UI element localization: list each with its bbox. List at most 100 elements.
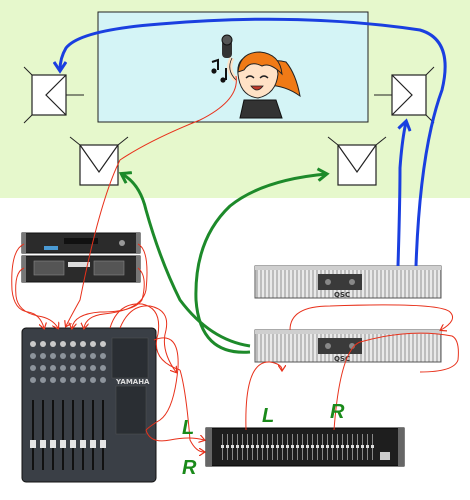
mixer-knob bbox=[30, 341, 36, 347]
signal-cables-red bbox=[11, 75, 459, 452]
mixer-fader-cap bbox=[60, 440, 66, 448]
eq-slider-knob bbox=[366, 445, 369, 448]
mixer-knob bbox=[80, 353, 86, 359]
eq-slider-knob bbox=[351, 445, 354, 448]
mixer-knob bbox=[60, 353, 66, 359]
eq-slider-knob bbox=[336, 445, 339, 448]
eq-slider-knob bbox=[296, 445, 299, 448]
eq-slider-knob bbox=[221, 445, 224, 448]
power-amplifier: QSC bbox=[254, 329, 442, 363]
mixer-knob bbox=[40, 341, 46, 347]
mixer-knob bbox=[80, 377, 86, 383]
eq-slider-knob bbox=[236, 445, 239, 448]
mixer-knob bbox=[60, 365, 66, 371]
mixer-knob bbox=[40, 365, 46, 371]
eq-slider-knob bbox=[346, 445, 349, 448]
amp-brand-label: QSC bbox=[334, 291, 350, 299]
mixer-knob bbox=[60, 341, 66, 347]
mixer-knob bbox=[100, 341, 106, 347]
eq-slider-knob bbox=[301, 445, 304, 448]
eq-slider-knob bbox=[281, 445, 284, 448]
eq-slider-knob bbox=[251, 445, 254, 448]
mixer-knob bbox=[30, 377, 36, 383]
eq-slider-knob bbox=[311, 445, 314, 448]
eq-slider-knob bbox=[241, 445, 244, 448]
eq-slider-knob bbox=[291, 445, 294, 448]
mixer-fader-slot bbox=[32, 400, 34, 470]
mixer-knob bbox=[90, 353, 96, 359]
eq-slider-knob bbox=[361, 445, 364, 448]
mixer-knob bbox=[90, 377, 96, 383]
stage-screen bbox=[97, 11, 369, 123]
singer-icon bbox=[227, 51, 301, 119]
mixer-knob bbox=[50, 365, 56, 371]
cd-player bbox=[21, 232, 141, 254]
eq-slider-knob bbox=[316, 445, 319, 448]
mixer-knob bbox=[90, 341, 96, 347]
speaker-icon bbox=[327, 136, 387, 186]
amp-brand-label: QSC bbox=[334, 355, 350, 363]
eq-slider-knob bbox=[271, 445, 274, 448]
mixer-knob bbox=[80, 365, 86, 371]
eq-slider-knob bbox=[226, 445, 229, 448]
mixer-knob bbox=[100, 377, 106, 383]
speaker-cables-blue bbox=[60, 17, 447, 267]
mixer-fader-slot bbox=[62, 400, 64, 470]
eq-output-right-label: R bbox=[330, 401, 345, 423]
mixer-knob bbox=[30, 353, 36, 359]
graphic-equalizer bbox=[205, 427, 405, 467]
mixer-knob bbox=[70, 341, 76, 347]
mixer-fader-slot bbox=[72, 400, 74, 470]
mixer-knob bbox=[70, 353, 76, 359]
eq-input-left-label: L bbox=[182, 417, 194, 439]
mixer-knob bbox=[50, 353, 56, 359]
eq-slider-knob bbox=[341, 445, 344, 448]
mixer-fader-slot bbox=[42, 400, 44, 470]
mixer-fader-cap bbox=[50, 440, 56, 448]
mixer-fader-slot bbox=[82, 400, 84, 470]
mixer: YAMAHA bbox=[21, 327, 157, 483]
speaker-icon bbox=[23, 66, 84, 124]
eq-slider-knob bbox=[266, 445, 269, 448]
mixer-knob bbox=[50, 341, 56, 347]
eq-slider-knob bbox=[261, 445, 264, 448]
eq-slider-knob bbox=[306, 445, 309, 448]
mixer-knob bbox=[50, 377, 56, 383]
microphone-icon bbox=[221, 34, 233, 58]
mixer-fader-cap bbox=[80, 440, 86, 448]
eq-slider-knob bbox=[286, 445, 289, 448]
mixer-knob bbox=[60, 377, 66, 383]
mixer-knob bbox=[30, 365, 36, 371]
mixer-knob bbox=[40, 353, 46, 359]
eq-slider-knob bbox=[326, 445, 329, 448]
mixer-fader-cap bbox=[70, 440, 76, 448]
mixer-knob bbox=[100, 353, 106, 359]
eq-slider-knob bbox=[276, 445, 279, 448]
eq-slider-knob bbox=[231, 445, 234, 448]
mixer-knob bbox=[100, 365, 106, 371]
mixer-knob bbox=[70, 377, 76, 383]
cassette-deck bbox=[21, 255, 141, 283]
eq-slider-knob bbox=[256, 445, 259, 448]
eq-slider-knob bbox=[371, 445, 374, 448]
eq-input-right-label: R bbox=[182, 457, 197, 479]
eq-slider-knob bbox=[331, 445, 334, 448]
music-note-icon bbox=[211, 58, 227, 83]
power-amplifier: QSC bbox=[254, 265, 442, 299]
mixer-fader-cap bbox=[40, 440, 46, 448]
mixer-fader-cap bbox=[90, 440, 96, 448]
mixer-fader-cap bbox=[100, 440, 106, 448]
eq-slider-knob bbox=[356, 445, 359, 448]
speaker-icon bbox=[374, 66, 435, 124]
speaker-cables-green bbox=[122, 174, 326, 354]
mixer-knob bbox=[40, 377, 46, 383]
eq-output-left-label: L bbox=[262, 405, 274, 427]
mixer-brand-label: YAMAHA bbox=[115, 378, 150, 386]
mixer-fader-cap bbox=[30, 440, 36, 448]
eq-slider-knob bbox=[321, 445, 324, 448]
mixer-fader-slot bbox=[92, 400, 94, 470]
mixer-fader-slot bbox=[102, 400, 104, 470]
mixer-knob bbox=[70, 365, 76, 371]
mixer-knob bbox=[90, 365, 96, 371]
